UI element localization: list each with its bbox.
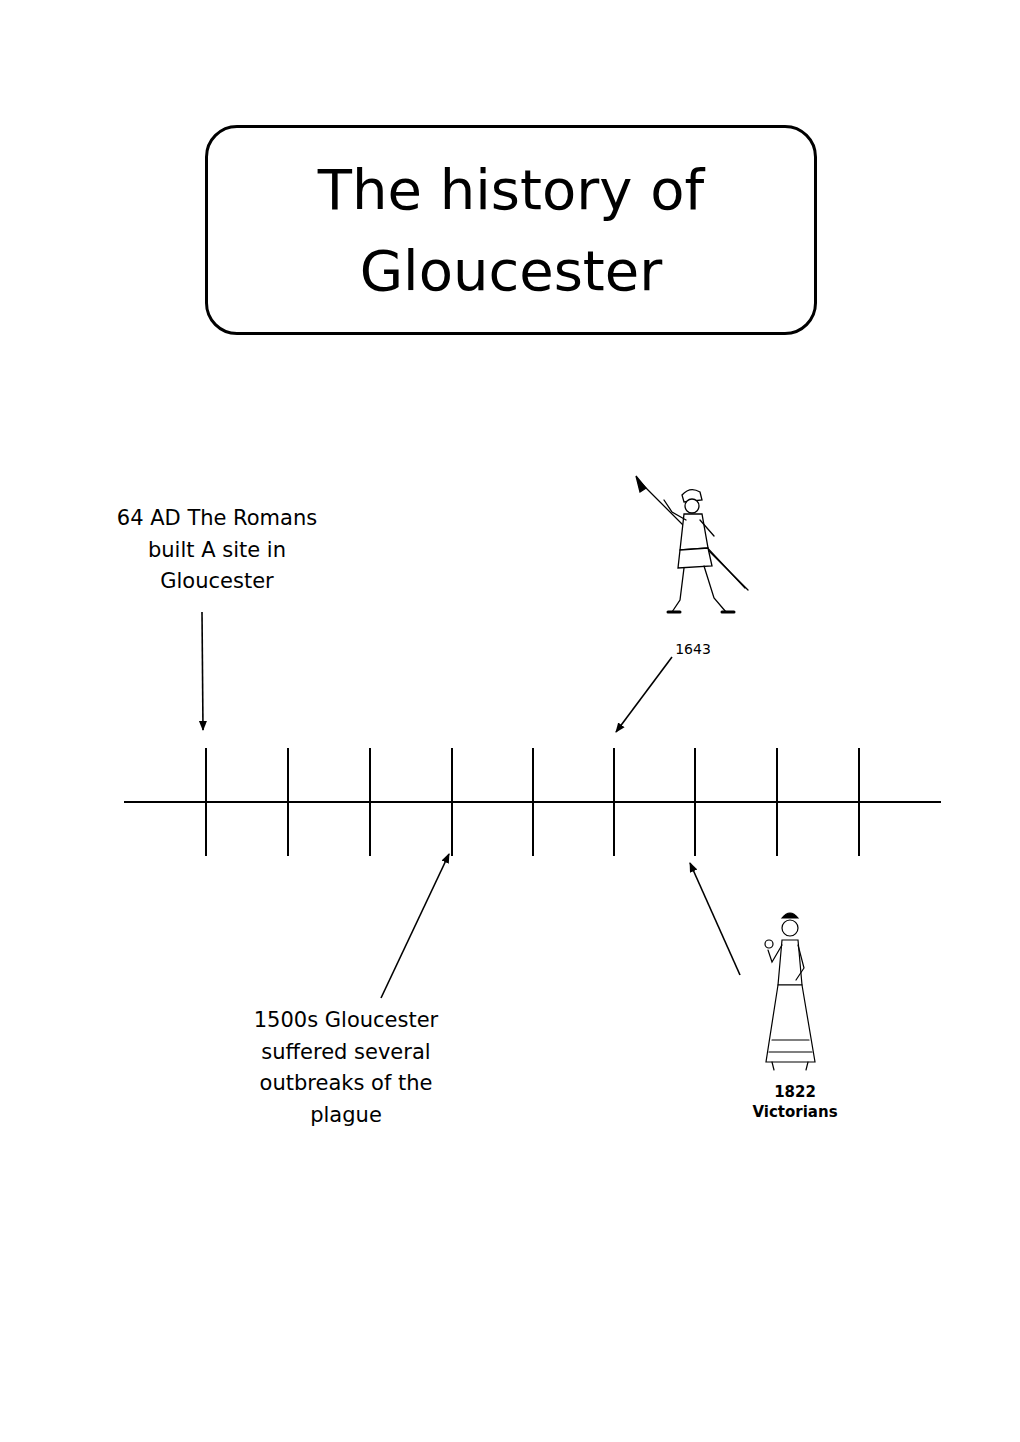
era-label: 1822 Victorians: [740, 1082, 850, 1123]
breeches: [678, 548, 712, 568]
timeline-tick: [369, 748, 371, 856]
head: [782, 920, 798, 936]
event-note: 64 AD The Romans built A site in Glouces…: [92, 503, 342, 598]
leader-arrow: [616, 657, 672, 732]
timeline-tick: [287, 748, 289, 856]
head: [685, 499, 699, 513]
leader-arrow: [381, 854, 449, 998]
skirt: [766, 985, 815, 1062]
timeline-tick: [694, 748, 696, 856]
event-note: 1500s Gloucester suffered several outbre…: [229, 1005, 464, 1131]
timeline-tick: [532, 748, 534, 856]
timeline-tick: [451, 748, 453, 856]
fan: [765, 940, 773, 948]
shoes: [668, 611, 734, 614]
pike-head: [636, 476, 646, 492]
timeline: [124, 748, 941, 856]
victorian-lady-illustration: [765, 913, 815, 1070]
pike: [638, 480, 748, 590]
timeline-tick: [776, 748, 778, 856]
timeline-tick: [205, 748, 207, 856]
year-label: 1643: [663, 640, 723, 659]
soldier-illustration: [636, 476, 748, 612]
arms: [664, 500, 714, 536]
leader-arrow: [202, 612, 203, 730]
leader-arrow: [690, 863, 740, 975]
title-frame: [205, 125, 817, 335]
timeline-tick: [858, 748, 860, 856]
title: The history of Gloucester: [231, 149, 791, 311]
hair: [782, 913, 798, 918]
timeline-tick: [613, 748, 615, 856]
legs: [672, 566, 726, 612]
arms: [768, 945, 804, 980]
skirt-trim: [769, 1040, 812, 1052]
feet: [772, 1062, 808, 1070]
